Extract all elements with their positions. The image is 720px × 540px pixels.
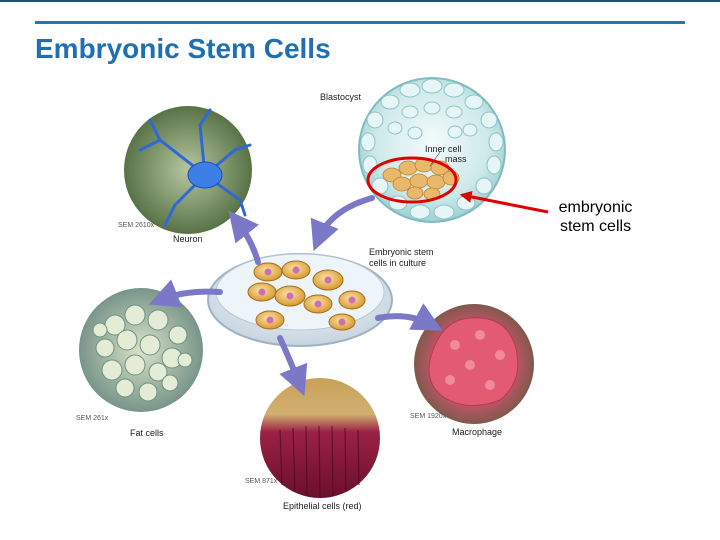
inner-cell-mass-label-1: Inner cell (425, 144, 462, 154)
arrow-culture-to-fat (148, 279, 223, 308)
callout-line-1: embryonic (558, 199, 633, 216)
culture-label-1: Embryonic stem (369, 247, 434, 257)
blastocyst-image (358, 77, 506, 223)
fat-cells-magnification: SEM 261x (76, 415, 109, 422)
inner-cell-mass-highlight (366, 156, 458, 204)
epithelial-cells-image (260, 378, 380, 498)
culture-label-2: cells in culture (369, 258, 427, 268)
top-border (0, 0, 720, 2)
callout-arrow (459, 190, 549, 214)
arrow-blastocyst-to-culture (310, 195, 375, 252)
title-rule (35, 21, 685, 24)
macrophage-magnification: SEM 1920x (410, 413, 447, 420)
fat-cells-image (79, 288, 203, 412)
macrophage-label: Macrophage (452, 427, 503, 437)
neuron-label: Neuron (173, 234, 203, 244)
neuron-magnification: SEM 2610x (118, 222, 155, 229)
embryonic-stem-cells-callout: embryonic stem cells (548, 198, 643, 236)
inner-cell-mass-label-2: mass (445, 154, 467, 164)
arrow-culture-to-neuron (228, 210, 261, 265)
differentiation-arrows (148, 195, 443, 397)
page-title: Embryonic Stem Cells (35, 33, 331, 64)
epithelial-magnification: SEM 871x (245, 478, 278, 485)
cultured-stem-cells (247, 260, 366, 331)
fat-cells-label: Fat cells (130, 428, 164, 438)
callout-line-2: stem cells (559, 218, 632, 235)
arrow-culture-to-macrophage (375, 303, 443, 331)
neuron-image (124, 106, 252, 234)
macrophage-image (414, 304, 534, 424)
epithelial-label: Epithelial cells (red) (283, 501, 362, 511)
blastocyst-label: Blastocyst (320, 92, 362, 102)
arrow-culture-to-epithelial (277, 335, 308, 397)
